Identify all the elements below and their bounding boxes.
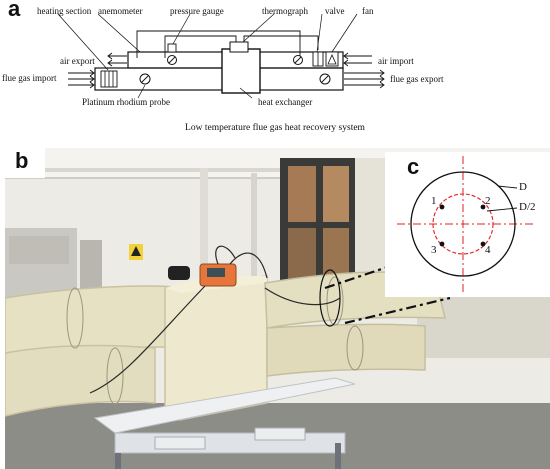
label-air-export: air export [60, 56, 95, 66]
panel-a-schematic: a heating section anemometer pressure ga… [0, 0, 550, 148]
cross-section-drawing [397, 156, 535, 292]
label-air-import: air import [378, 56, 414, 66]
gauge-icon [293, 55, 303, 65]
panel-c-cross-section: c 1 2 3 4 D D/2 [385, 152, 550, 297]
label-flue-gas-import: flue gas import [2, 73, 57, 83]
outer-circle [410, 171, 516, 277]
label-platinum-probe: Platinum rhodium probe [82, 97, 170, 107]
schematic-drawing [57, 13, 385, 99]
point-label-1: 1 [431, 195, 437, 207]
panel-letter-a: a [8, 0, 21, 21]
label-anemometer: anemometer [98, 6, 143, 16]
point-label-2: 2 [485, 195, 491, 207]
arrows-air-import [343, 52, 372, 67]
label-heat-exchanger: heat exchanger [258, 97, 313, 107]
label-valve: valve [325, 6, 345, 16]
label-outer-d: D [519, 181, 527, 193]
panel-letter-c: c [407, 154, 420, 179]
wire-mid [164, 35, 237, 58]
arrows-flue-out [344, 69, 385, 89]
wire-upper [136, 30, 301, 58]
heat-exchanger-box [221, 48, 261, 94]
inner-circle [432, 193, 494, 255]
arrows-air-export [107, 52, 127, 67]
figure-caption: Low temperature flue gas heat recovery s… [185, 123, 365, 133]
flue-duct [94, 67, 344, 91]
leader-lines [57, 13, 358, 99]
wire-right [243, 35, 319, 50]
panel-letter-b: b [15, 148, 29, 173]
lab-photo-illustration [5, 148, 550, 469]
thermograph-box [229, 41, 249, 53]
pressure-gauge-icon [167, 43, 177, 53]
point-label-4: 4 [485, 244, 491, 256]
measure-point-2 [480, 204, 486, 210]
label-flue-gas-export: flue gas export [390, 74, 444, 84]
panel-b-photo: b [5, 148, 550, 469]
panel-letter-b-badge [5, 148, 45, 178]
gauge-icon [319, 73, 331, 85]
measure-point-4 [480, 241, 486, 247]
label-fan: fan [362, 6, 374, 16]
label-inner-d-half: D/2 [519, 201, 536, 213]
label-pressure-gauge: pressure gauge [170, 6, 224, 16]
point-label-3: 3 [431, 244, 437, 256]
gauge-icon [139, 73, 151, 85]
measure-point-3 [439, 241, 445, 247]
measure-point-1 [439, 204, 445, 210]
gauge-icon [167, 55, 177, 65]
label-heating-section: heating section [37, 6, 92, 16]
arrows-flue-in [68, 69, 95, 89]
label-thermograph: thermograph [262, 6, 308, 16]
